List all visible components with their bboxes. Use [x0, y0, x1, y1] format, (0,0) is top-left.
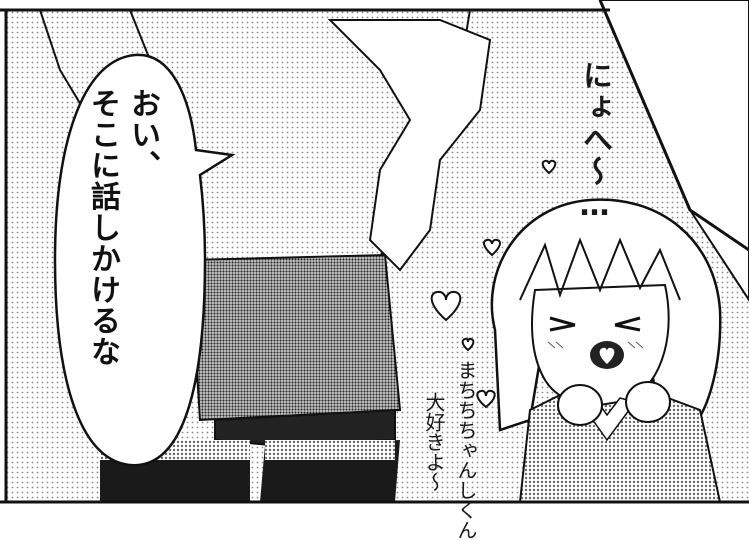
panel-border-diagonal [598, 0, 749, 252]
girl-fist [625, 381, 671, 423]
heart-icon [476, 389, 496, 409]
speech-bubble [53, 53, 236, 467]
heart-icon [430, 290, 462, 322]
girl-eye [614, 316, 641, 332]
heart-icon [599, 347, 615, 364]
speech-bubble-text: おい、 そこに話しかけるな [82, 88, 162, 367]
sound-effect-nyo: にょへ〜… [577, 60, 612, 225]
girl-fist [557, 384, 603, 426]
speech-line: おい、 [125, 88, 160, 181]
girl-bangs [519, 237, 681, 301]
speech-line: そこに話しかけるな [85, 88, 120, 367]
floating-hearts [430, 159, 557, 409]
mutter-text: 大好きよ〜 [422, 392, 446, 492]
girl-blush [547, 341, 644, 349]
heart-icon [483, 238, 501, 257]
manga-panel [0, 0, 749, 504]
figure-arm [327, 19, 492, 272]
mutter-text: まちちちゃんしくん [454, 360, 478, 540]
heart-icon [461, 337, 475, 352]
leg-highlight [265, 440, 395, 460]
heart-icon [541, 159, 557, 175]
girl-eye [549, 316, 576, 332]
figure-skirt [188, 253, 402, 422]
